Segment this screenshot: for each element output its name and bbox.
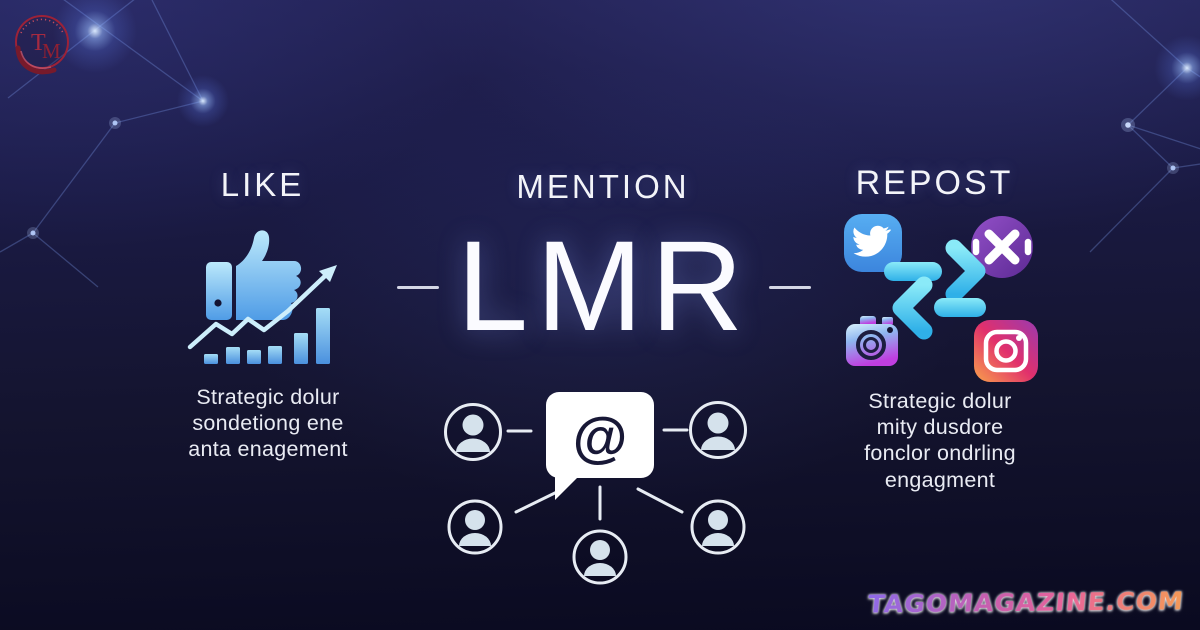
logo-letter-t: T xyxy=(31,30,46,56)
logo-arc-text xyxy=(20,18,64,34)
watermark-url: TAGOMAGAZINE.COM xyxy=(866,586,1186,619)
thumb-up-shape xyxy=(236,230,302,320)
lmr-left-dash xyxy=(396,285,439,289)
thumb-sleeve xyxy=(206,262,232,320)
twitter-bird-icon xyxy=(844,214,902,272)
like-caption: Strategic dolur sondetiong ene anta enag… xyxy=(148,384,388,463)
lmr-acronym-block: LMR xyxy=(378,213,830,361)
constellation-nodes xyxy=(27,117,1179,239)
speech-bubble xyxy=(546,392,654,478)
swap-arrows-icon xyxy=(884,239,986,340)
instagram-icon xyxy=(974,320,1038,382)
like-header: LIKE xyxy=(220,166,305,203)
caption-line: mity dusdore xyxy=(876,415,1004,440)
caption-line: Strategic dolur xyxy=(868,389,1012,413)
growth-arrowhead xyxy=(319,265,337,282)
logo-swoosh xyxy=(15,45,57,75)
growth-trend-line xyxy=(187,273,328,350)
lmr-acronym: LMR xyxy=(456,215,752,358)
camera-icon xyxy=(846,316,898,366)
repost-header: REPOST xyxy=(855,164,1014,202)
speech-bubble-tail xyxy=(555,471,584,500)
growth-bars xyxy=(204,308,330,364)
lmr-right-dash xyxy=(769,285,812,289)
x-logo-icon xyxy=(971,216,1033,278)
logo-letter-m: M xyxy=(42,39,61,63)
tm-monogram-logo-icon: T M xyxy=(15,15,69,75)
repost-icon-cluster xyxy=(844,214,1038,382)
caption-line: anta enagement xyxy=(188,437,348,462)
caption-line: sondetiong ene xyxy=(192,411,344,436)
caption-line: engagment xyxy=(884,467,996,492)
user-avatar-icon xyxy=(572,529,628,585)
user-avatar-icon xyxy=(690,499,746,555)
caption-line: Strategic dolur xyxy=(196,385,340,409)
user-avatar-icon xyxy=(689,401,747,459)
user-avatar-icon xyxy=(444,403,502,461)
at-mention-network-icon: @ xyxy=(444,392,747,585)
at-symbol: @ xyxy=(573,405,628,468)
mention-header: MENTION xyxy=(516,168,690,205)
repost-caption: Strategic dolur mity dusdore fonclor ond… xyxy=(818,388,1062,493)
user-avatar-icon xyxy=(447,499,503,555)
thumbs-up-growth-chart-icon xyxy=(187,230,337,364)
caption-line: fonclor ondrling xyxy=(864,441,1016,466)
